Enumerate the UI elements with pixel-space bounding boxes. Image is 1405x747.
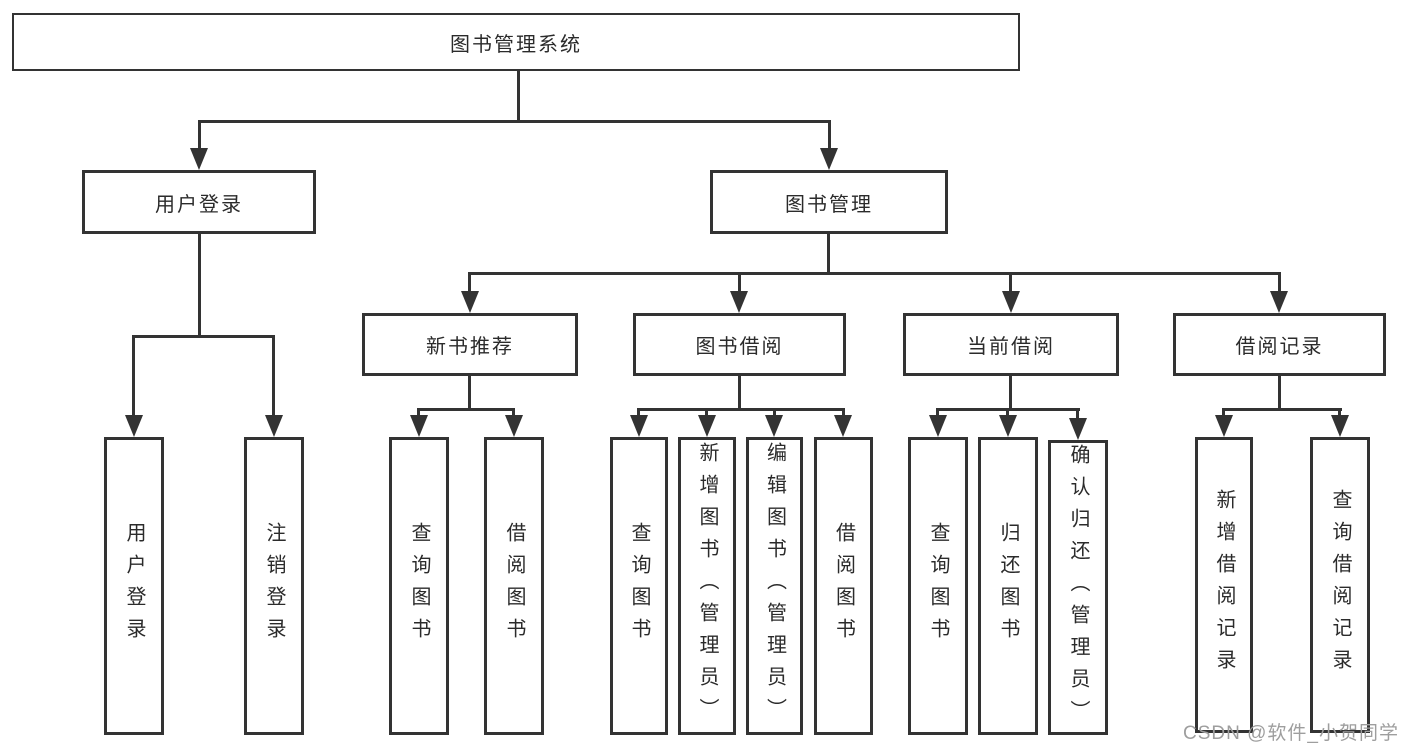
connector-drop (842, 408, 845, 419)
connector-new-book-bar (417, 408, 515, 411)
node-label: 归还图书 (997, 522, 1019, 650)
node-new-book-recommendation: 新书推荐 (362, 313, 578, 376)
connector-drop (936, 408, 939, 419)
node-cb-return-books: 归还图书 (978, 437, 1038, 735)
connector-drop (1338, 408, 1341, 419)
node-label: 用户登录 (155, 193, 243, 216)
arrow-down-icon (698, 415, 716, 437)
connector-drop (1006, 408, 1009, 419)
connector-book-borrow-stub (738, 376, 741, 408)
arrow-down-icon (1069, 418, 1087, 440)
node-bb-edit-books-admin: 编辑图书（管理员） (746, 437, 803, 735)
node-label: 用户登录 (123, 522, 145, 650)
connector-drop (512, 408, 515, 419)
connector-drop (272, 335, 275, 419)
node-cb-confirm-return-admin: 确认归还（管理员） (1048, 440, 1108, 735)
connector-drop (773, 408, 776, 419)
arrow-down-icon (765, 415, 783, 437)
node-bb-add-books-admin: 新增图书（管理员） (678, 437, 736, 735)
arrow-down-icon (125, 415, 143, 437)
node-label: 新书推荐 (426, 336, 514, 358)
node-label: 查询图书 (628, 522, 650, 650)
node-label: 借阅记录 (1235, 336, 1324, 358)
node-label: 图书管理系统 (450, 33, 582, 56)
node-label: 图书管理 (785, 193, 873, 216)
connector-root-stub (517, 70, 520, 120)
connector-drop (468, 272, 471, 295)
arrow-down-icon (190, 148, 208, 170)
node-user-login-leaf: 用户登录 (104, 437, 164, 735)
connector-user-login-stub (198, 234, 201, 335)
connector-book-mgmt-bar (468, 272, 1280, 275)
connector-drop (705, 408, 708, 419)
arrow-down-icon (630, 415, 648, 437)
arrow-down-icon (1215, 415, 1233, 437)
node-label: 借阅图书 (832, 522, 855, 650)
connector-current-borrow-stub (1009, 376, 1012, 408)
node-rec-borrow-books: 借阅图书 (484, 437, 544, 735)
node-label: 图书借阅 (695, 336, 784, 358)
arrow-down-icon (730, 291, 748, 313)
node-br-add-borrow-record: 新增借阅记录 (1195, 437, 1253, 733)
arrow-down-icon (505, 415, 523, 437)
connector-drop (1222, 408, 1225, 419)
connector-drop (828, 120, 831, 150)
connector-drop (637, 408, 640, 419)
connector-drop (738, 272, 741, 295)
node-label: 注销登录 (263, 522, 285, 650)
arrow-down-icon (1331, 415, 1349, 437)
connector-drop (132, 335, 135, 419)
node-label: 新增图书（管理员） (696, 442, 718, 730)
arrow-down-icon (461, 291, 479, 313)
node-br-query-borrow-record: 查询借阅记录 (1310, 437, 1370, 733)
arrow-down-icon (929, 415, 947, 437)
connector-drop (1009, 272, 1012, 295)
arrow-down-icon (999, 415, 1017, 437)
connector-borrow-record-stub (1278, 376, 1281, 408)
connector-book-borrow-bar (637, 408, 844, 411)
node-user-login: 用户登录 (82, 170, 316, 234)
connector-drop (417, 408, 420, 419)
node-label: 当前借阅 (967, 336, 1055, 358)
node-label: 新增借阅记录 (1213, 489, 1235, 681)
connector-drop (198, 120, 201, 150)
connector-user-login-bar (132, 335, 275, 338)
connector-borrow-record-bar (1222, 408, 1342, 411)
node-bb-query-books: 查询图书 (610, 437, 668, 735)
node-library-management-system: 图书管理系统 (12, 13, 1020, 71)
arrow-down-icon (1270, 291, 1288, 313)
node-current-borrowing: 当前借阅 (903, 313, 1119, 376)
node-rec-query-books: 查询图书 (389, 437, 449, 735)
arrow-down-icon (1002, 291, 1020, 313)
node-label: 查询图书 (927, 522, 949, 650)
node-book-borrowing: 图书借阅 (633, 313, 846, 376)
node-label: 查询图书 (408, 522, 430, 650)
arrow-down-icon (265, 415, 283, 437)
connector-book-mgmt-stub (827, 234, 830, 272)
arrow-down-icon (834, 415, 852, 437)
connector-new-book-stub (468, 376, 471, 408)
connector-root-bar (198, 120, 831, 123)
connector-drop (1076, 408, 1079, 419)
arrow-down-icon (410, 415, 428, 437)
arrow-down-icon (820, 148, 838, 170)
csdn-watermark: CSDN @软件_小贺同学 (1183, 723, 1399, 744)
node-book-management: 图书管理 (710, 170, 948, 234)
node-cb-query-books: 查询图书 (908, 437, 968, 735)
node-borrowing-records: 借阅记录 (1173, 313, 1386, 376)
connector-drop (1278, 272, 1281, 295)
node-label: 借阅图书 (503, 522, 525, 650)
node-label: 编辑图书（管理员） (763, 442, 786, 730)
node-label: 确认归还（管理员） (1067, 443, 1089, 732)
node-logout: 注销登录 (244, 437, 304, 735)
node-label: 查询借阅记录 (1329, 489, 1351, 681)
node-bb-borrow-books: 借阅图书 (814, 437, 873, 735)
